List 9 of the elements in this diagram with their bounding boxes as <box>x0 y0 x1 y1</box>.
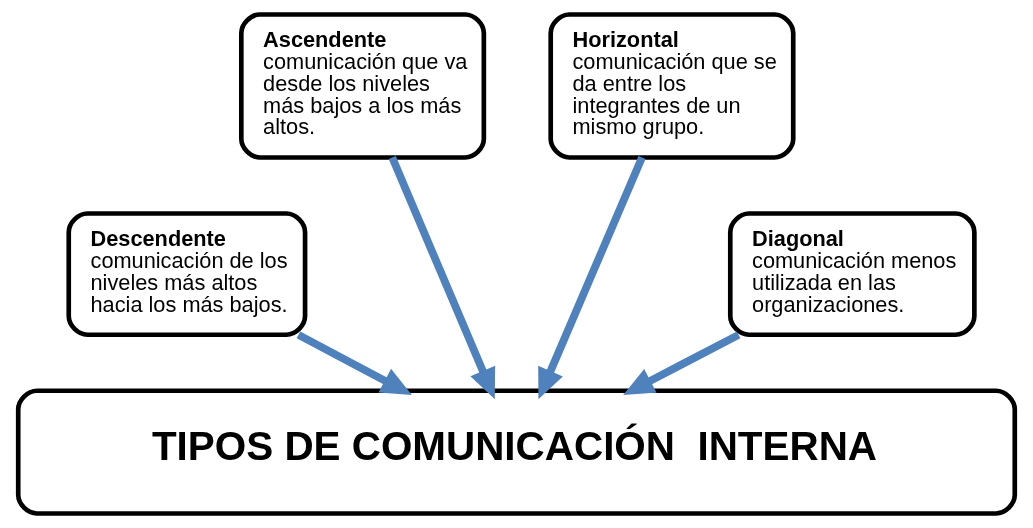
arrow <box>388 156 496 400</box>
node-box: Ascendente comunicación que va desde los niveles más bajos a los más altos. <box>239 12 487 160</box>
arrow <box>296 331 412 396</box>
arrow <box>623 331 741 395</box>
node-box: Diagonal comunicación menos utilizada en las organizaciones. <box>727 211 977 338</box>
node-box: TIPOS DE COMUNICACIÓN INTERNA <box>15 388 1018 516</box>
node-box: Horizontal comunicación que se da entre los integrantes de un mismo grupo. <box>548 12 796 160</box>
arrow <box>538 156 646 400</box>
node-box: Descendente comunicación de los niveles más altos hacia los más bajos. <box>66 211 308 338</box>
